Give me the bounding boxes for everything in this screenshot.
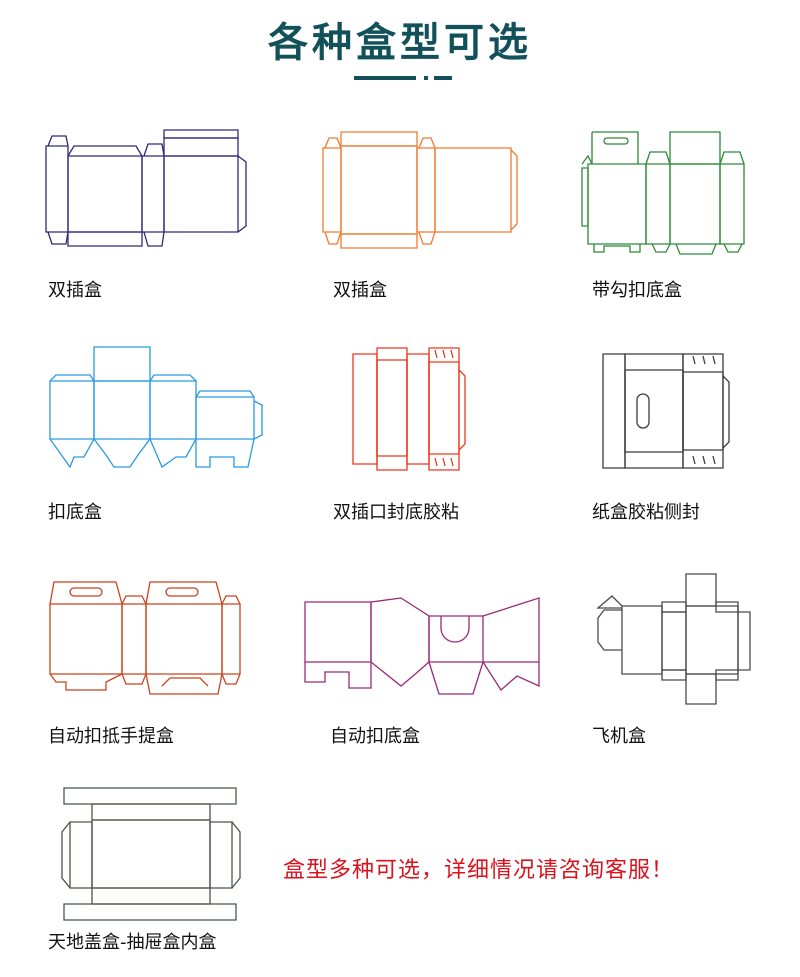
box-label: 自动扣抵手提盒 xyxy=(48,726,174,747)
box-label: 飞机盒 xyxy=(592,726,646,747)
box-label: 扣底盒 xyxy=(48,502,102,523)
mailer-box-icon xyxy=(596,572,752,706)
title-underline-end xyxy=(434,76,452,80)
title-underline xyxy=(354,76,416,80)
box-label: 带勾扣底盒 xyxy=(592,280,682,301)
auto-lock-bottom-box-icon xyxy=(303,596,543,696)
lid-base-drawer-box-icon xyxy=(60,786,242,922)
tuck-end-box-icon xyxy=(46,128,248,252)
box-label: 天地盖盒-抽屉盒内盒 xyxy=(48,932,217,953)
side-glued-box-icon xyxy=(603,350,733,472)
box-label: 双插盒 xyxy=(48,280,102,301)
box-label: 自动扣底盒 xyxy=(330,726,420,747)
tuck-end-box-icon xyxy=(323,128,519,252)
page-title: 各种盒型可选 xyxy=(268,20,532,66)
auto-bottom-handle-box-icon xyxy=(46,574,242,702)
box-label: 双插口封底胶粘 xyxy=(333,502,459,523)
lock-bottom-box-icon xyxy=(50,345,266,473)
contact-note: 盒型多种可选，详细情况请咨询客服！ xyxy=(283,858,675,883)
box-label: 纸盒胶粘侧封 xyxy=(592,502,700,523)
tuck-glued-bottom-box-icon xyxy=(353,346,465,472)
box-label: 双插盒 xyxy=(333,280,387,301)
hanger-lock-bottom-box-icon xyxy=(580,128,750,258)
title-underline-dot xyxy=(424,76,428,80)
